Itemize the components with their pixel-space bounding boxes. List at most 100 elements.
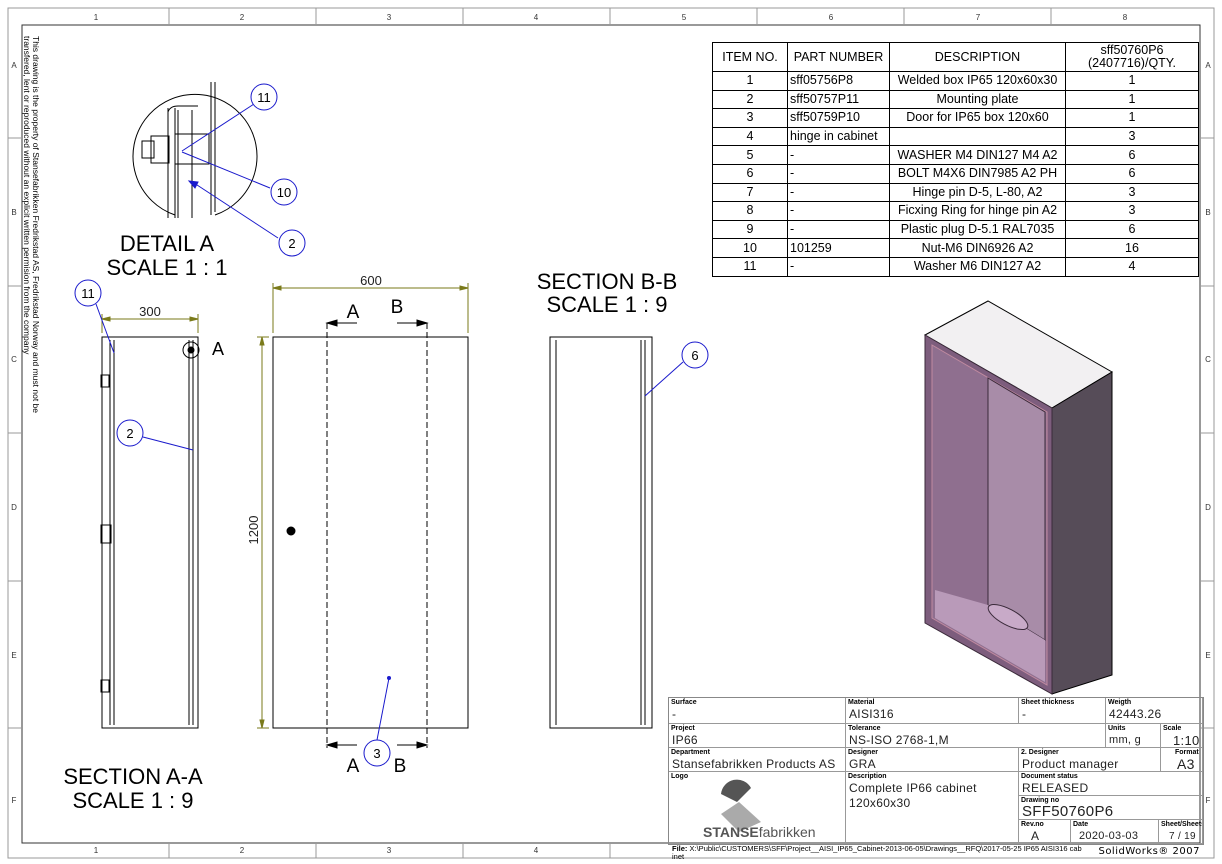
row-label: F bbox=[12, 796, 17, 805]
dim-1200-label: 1200 bbox=[246, 516, 261, 545]
col-label: 2 bbox=[240, 13, 245, 22]
ownership-notice: This drawing is the property of Stansefa… bbox=[22, 36, 41, 414]
bom-qty: 6 bbox=[1065, 145, 1199, 165]
section-aa-leaders bbox=[95, 303, 194, 451]
field-value: GRA bbox=[849, 757, 876, 771]
bill-of-materials: ITEM NO. PART NUMBER DESCRIPTION sff5076… bbox=[712, 42, 1199, 277]
column-labels: 1 2 3 4 5 6 7 8 1 2 3 4 bbox=[94, 13, 1128, 855]
front-view bbox=[272, 319, 469, 749]
field-value: - bbox=[672, 707, 677, 721]
file-path-text: X:\Public\CUSTOMERS\SFF\Project__AISI_IP… bbox=[672, 844, 1082, 861]
field-label: Units bbox=[1108, 725, 1126, 732]
field-label: Project bbox=[671, 725, 695, 732]
row-label: A bbox=[11, 61, 17, 70]
field-label: Rev.no bbox=[1021, 821, 1044, 828]
field-value: 2020-03-03 bbox=[1079, 830, 1139, 842]
logo-text-light: fabrikken bbox=[758, 824, 816, 840]
field-label: Logo bbox=[671, 773, 689, 780]
stansefabrikken-logo bbox=[721, 779, 761, 832]
svg-text:3: 3 bbox=[373, 746, 380, 761]
field-label: Sheet/Sheets bbox=[1161, 821, 1203, 828]
bom-item-no: 9 bbox=[712, 219, 788, 240]
col-label: 2 bbox=[240, 846, 245, 855]
logo-text-bold: STANSE bbox=[703, 824, 759, 840]
bom-item-no: 7 bbox=[712, 182, 788, 203]
file-path: File: X:\Public\CUSTOMERS\SFF\Project__A… bbox=[672, 845, 1082, 861]
bom-description bbox=[889, 126, 1066, 147]
bom-item-no: 6 bbox=[712, 163, 788, 184]
detail-a-leaders bbox=[181, 103, 279, 239]
bom-item-no: 11 bbox=[712, 256, 788, 277]
row-label: E bbox=[11, 651, 16, 660]
bom-description: Washer M6 DIN127 A2 bbox=[889, 256, 1066, 277]
section-aa-title: SECTION A-A bbox=[63, 764, 203, 789]
svg-text:11: 11 bbox=[257, 90, 271, 105]
col-label: 4 bbox=[534, 846, 539, 855]
bom-part-number: hinge in cabinet bbox=[787, 126, 890, 147]
bom-item-no: 5 bbox=[712, 145, 788, 165]
bom-description: Nut-M6 DIN6926 A2 bbox=[889, 238, 1066, 258]
dim-1200 bbox=[257, 336, 269, 729]
field-label: Weigth bbox=[1108, 699, 1132, 706]
inner-border bbox=[21, 24, 1201, 844]
isometric-view bbox=[923, 300, 1113, 695]
field-value: A bbox=[1031, 829, 1040, 843]
row-label: F bbox=[1206, 796, 1211, 805]
balloon-2-detail: 2 bbox=[278, 229, 306, 257]
row-label: A bbox=[1205, 61, 1211, 70]
bom-col-desc: DESCRIPTION bbox=[889, 42, 1066, 72]
software-credit: SolidWorks® 2007 bbox=[1098, 846, 1200, 857]
row-label: D bbox=[1205, 503, 1211, 512]
col-label: 7 bbox=[976, 13, 981, 22]
bom-qty: 3 bbox=[1065, 126, 1199, 147]
field-value: NS-ISO 2768-1,M bbox=[849, 733, 949, 747]
balloon-2-section: 2 bbox=[116, 419, 144, 447]
field-label: Department bbox=[671, 749, 710, 756]
bom-qty: 16 bbox=[1065, 238, 1199, 258]
field-label: Date bbox=[1073, 821, 1089, 828]
bom-description: WASHER M4 DIN127 M4 A2 bbox=[889, 145, 1066, 165]
detail-a-view bbox=[132, 82, 258, 218]
bom-qty: 6 bbox=[1065, 163, 1199, 184]
bom-part-number: - bbox=[787, 163, 890, 184]
bom-part-number: - bbox=[787, 201, 890, 221]
bom-item-no: 8 bbox=[712, 201, 788, 221]
bom-description: Welded box IP65 120x60x30 bbox=[889, 71, 1066, 91]
tb-surface: Surface- bbox=[669, 698, 846, 724]
bom-qty: 3 bbox=[1065, 182, 1199, 203]
dim-600 bbox=[272, 283, 469, 333]
field-value: 42443.26 bbox=[1109, 707, 1162, 721]
file-label: File: bbox=[672, 844, 688, 853]
detail-a-marker: A bbox=[212, 339, 224, 359]
col-label: 3 bbox=[387, 846, 392, 855]
svg-text:6: 6 bbox=[691, 348, 698, 363]
balloon-6: 6 bbox=[644, 341, 709, 397]
field-label: Material bbox=[848, 699, 875, 706]
bom-item-no: 10 bbox=[712, 238, 788, 258]
bom-part-number: - bbox=[787, 219, 890, 240]
balloon-10-detail: 10 bbox=[270, 178, 298, 206]
field-label: Sheet thickness bbox=[1021, 699, 1075, 706]
field-value: SFF50760P6 bbox=[1022, 803, 1114, 820]
bom-qty: 1 bbox=[1065, 71, 1199, 91]
cut-a-top: A bbox=[347, 302, 360, 323]
col-label: 6 bbox=[829, 13, 834, 22]
bom-qty: 1 bbox=[1065, 108, 1199, 128]
section-bb-title: SECTION B-B bbox=[537, 269, 678, 294]
cut-b-top: B bbox=[391, 297, 404, 318]
detail-a-title: DETAIL A bbox=[120, 231, 214, 256]
row-label: B bbox=[1205, 208, 1210, 217]
